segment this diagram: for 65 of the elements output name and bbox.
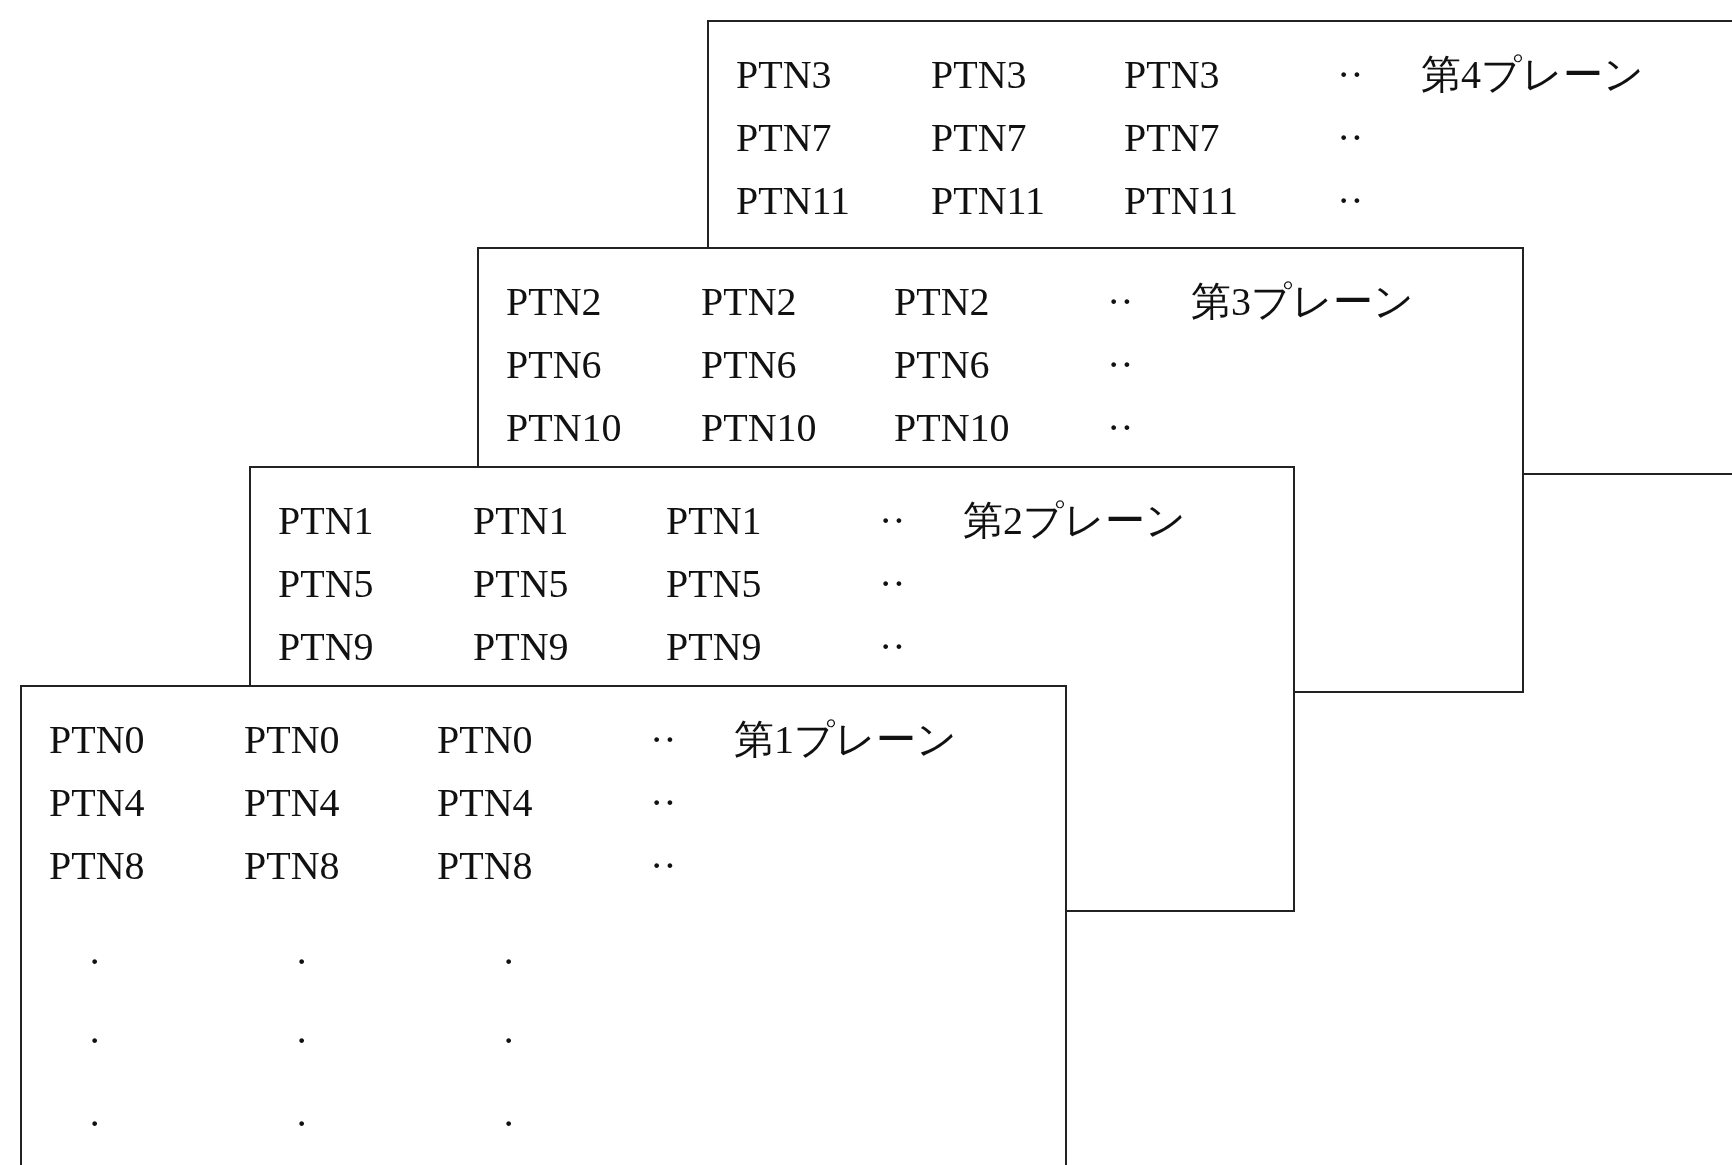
pattern-label: PTN8 xyxy=(49,846,145,886)
pattern-label: PTN7 xyxy=(736,118,832,158)
pattern-label: PTN4 xyxy=(437,783,533,823)
pattern-label: PTN6 xyxy=(894,345,990,385)
pattern-label: PTN3 xyxy=(736,55,832,95)
pattern-label: PTN2 xyxy=(506,282,602,322)
pattern-label: PTN9 xyxy=(666,627,762,667)
pattern-label: PTN1 xyxy=(278,501,374,541)
plane-label: 第1プレーン xyxy=(734,720,957,760)
ellipsis: ·· xyxy=(879,501,906,541)
pattern-label: PTN0 xyxy=(244,720,340,760)
pattern-label: PTN5 xyxy=(473,564,569,604)
pattern-label: PTN1 xyxy=(666,501,762,541)
ellipsis: ·· xyxy=(1337,181,1364,221)
ellipsis: ·· xyxy=(1107,282,1134,322)
ellipsis: ·· xyxy=(650,846,677,886)
pattern-label: PTN0 xyxy=(437,720,533,760)
pattern-label: PTN1 xyxy=(473,501,569,541)
dot: · xyxy=(295,942,309,982)
ellipsis: ·· xyxy=(1337,55,1364,95)
plane-box xyxy=(20,685,1067,1165)
plane-label: 第3プレーン xyxy=(1191,282,1414,322)
dot: · xyxy=(502,1021,516,1061)
ellipsis: ·· xyxy=(1107,345,1134,385)
plane-box xyxy=(707,20,1732,247)
pattern-label: PTN4 xyxy=(49,783,145,823)
pattern-label: PTN7 xyxy=(931,118,1027,158)
pattern-label: PTN7 xyxy=(1124,118,1220,158)
plane-label: 第2プレーン xyxy=(963,501,1186,541)
pattern-label: PTN11 xyxy=(1124,181,1239,221)
pattern-label: PTN6 xyxy=(506,345,602,385)
pattern-label: PTN4 xyxy=(244,783,340,823)
pattern-label: PTN5 xyxy=(278,564,374,604)
pattern-label: PTN8 xyxy=(244,846,340,886)
plane-box xyxy=(477,247,1524,466)
pattern-label: PTN0 xyxy=(49,720,145,760)
pattern-label: PTN9 xyxy=(473,627,569,667)
pattern-label: PTN9 xyxy=(278,627,374,667)
pattern-label: PTN10 xyxy=(506,408,622,448)
pattern-label: PTN10 xyxy=(701,408,817,448)
ellipsis: ·· xyxy=(650,720,677,760)
pattern-label: PTN11 xyxy=(931,181,1046,221)
dot: · xyxy=(502,942,516,982)
pattern-label: PTN8 xyxy=(437,846,533,886)
ellipsis: ·· xyxy=(1107,408,1134,448)
dot: · xyxy=(502,1104,516,1144)
pattern-label: PTN2 xyxy=(701,282,797,322)
ellipsis: ·· xyxy=(1337,118,1364,158)
pattern-label: PTN5 xyxy=(666,564,762,604)
ellipsis: ·· xyxy=(879,564,906,604)
pattern-label: PTN10 xyxy=(894,408,1010,448)
pattern-label: PTN11 xyxy=(736,181,851,221)
ellipsis: ·· xyxy=(650,783,677,823)
plane-label: 第4プレーン xyxy=(1421,55,1644,95)
pattern-label: PTN2 xyxy=(894,282,990,322)
plane-box xyxy=(249,466,1295,685)
dot: · xyxy=(88,942,102,982)
ellipsis: ·· xyxy=(879,627,906,667)
pattern-label: PTN3 xyxy=(1124,55,1220,95)
pattern-label: PTN6 xyxy=(701,345,797,385)
dot: · xyxy=(295,1021,309,1061)
pattern-label: PTN3 xyxy=(931,55,1027,95)
dot: · xyxy=(88,1021,102,1061)
dot: · xyxy=(88,1104,102,1144)
dot: · xyxy=(295,1104,309,1144)
